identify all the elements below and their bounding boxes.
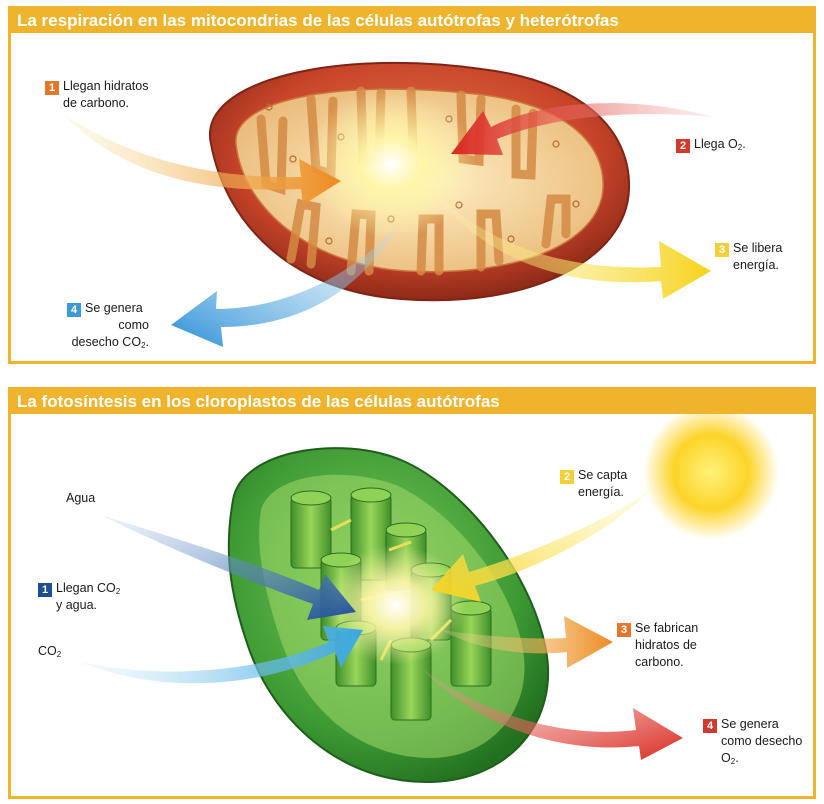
input-co2-label: CO2 bbox=[38, 644, 62, 659]
step-number-badge: 4 bbox=[67, 303, 81, 317]
arrow-sunlight-in bbox=[431, 490, 651, 602]
step-number-badge: 3 bbox=[617, 623, 631, 637]
respiration-panel: La respiración en las mitocondrias de la… bbox=[8, 6, 816, 364]
arrow-carbohydrates-out bbox=[441, 616, 613, 668]
photosynthesis-title: La fotosíntesis en los cloroplastos de l… bbox=[11, 390, 813, 414]
step-number-badge: 2 bbox=[560, 470, 574, 484]
respiration-title: La respiración en las mitocondrias de la… bbox=[11, 9, 813, 33]
step-number-badge: 3 bbox=[715, 243, 729, 257]
energy-glow bbox=[326, 545, 466, 665]
arrow-water-in bbox=[101, 515, 356, 620]
arrow-energy-out bbox=[431, 189, 711, 299]
photosynthesis-panel: La fotosíntesis en los cloroplastos de l… bbox=[8, 387, 816, 799]
chloroplast bbox=[227, 447, 550, 784]
input-water-label: Agua bbox=[66, 491, 96, 505]
step-number-badge: 2 bbox=[676, 139, 690, 153]
sun bbox=[643, 404, 779, 540]
step-number-badge: 4 bbox=[703, 719, 717, 733]
mitochondrion-illustration bbox=[63, 61, 713, 347]
chloroplast-illustration bbox=[81, 404, 779, 784]
arrow-co2-out bbox=[171, 221, 401, 347]
arrow-co2-in bbox=[81, 626, 363, 684]
arrow-oxygen-out bbox=[421, 668, 683, 760]
arrow-carbohydrates-in bbox=[63, 114, 341, 205]
step-number-badge: 1 bbox=[45, 81, 59, 95]
arrow-oxygen-in bbox=[451, 103, 713, 155]
step-number-badge: 1 bbox=[38, 583, 52, 597]
energy-glow bbox=[306, 89, 476, 239]
